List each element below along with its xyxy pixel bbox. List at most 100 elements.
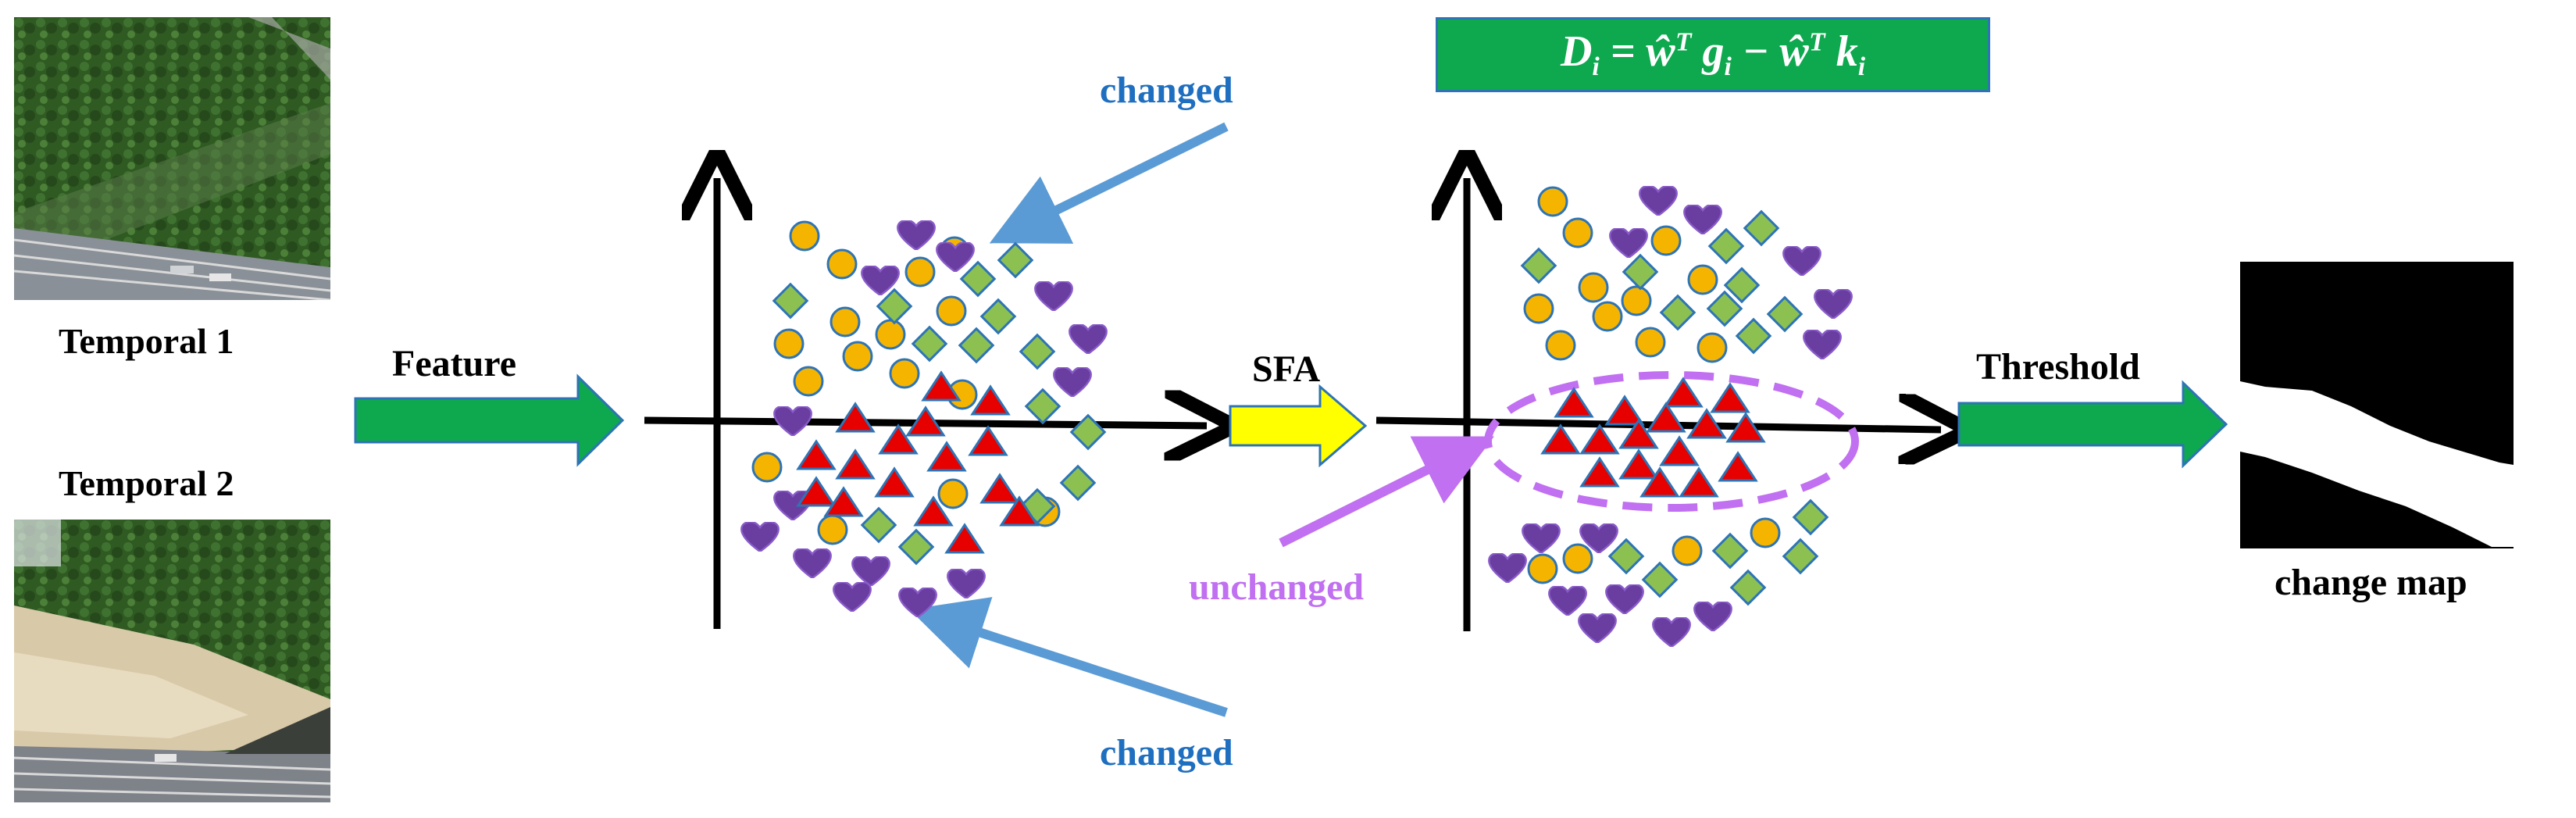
diamond-mark [1019,333,1056,370]
circle-mark [793,366,824,397]
triangle-mark [926,441,967,472]
heart-mark [1522,523,1561,553]
heart-mark [1548,586,1587,616]
circle-mark [830,306,861,338]
circle-mark [1635,327,1666,358]
change-map-image [2240,262,2514,548]
changed-bottom-label: changed [1100,732,1233,773]
triangle-mark [1639,466,1680,498]
heart-mark [898,588,937,617]
scatter1-marks [740,220,1108,617]
triangle-mark [905,405,946,437]
heart-mark [1034,281,1073,311]
circle-mark [904,256,936,288]
diamond-mark [1782,538,1819,575]
triangle-mark [979,473,1020,504]
circle-mark [1537,186,1568,217]
heart-mark [773,406,812,436]
circle-mark [773,328,805,359]
triangle-mark [796,439,837,470]
heart-mark [1605,584,1644,614]
circle-mark [1621,285,1652,316]
diamond-mark [772,282,809,320]
diamond-mark [1069,413,1107,451]
triangle-mark [1710,382,1750,413]
circle-mark [1687,264,1718,295]
heart-mark [1639,186,1678,216]
diamond-mark [1024,388,1061,425]
heart-mark [1803,330,1842,359]
circle-mark [826,248,858,280]
circle-mark [889,358,920,389]
heart-mark [1578,613,1617,643]
circle-mark [875,319,906,350]
changed-bottom-arrow [909,597,1228,717]
circle-mark [751,452,783,483]
circle-mark [1592,301,1623,332]
triangle-mark [1540,423,1581,455]
circle-mark [1750,517,1781,548]
circle-mark [1697,332,1728,363]
diamond-mark [1766,295,1804,333]
triangle-mark [878,423,919,455]
heart-mark [740,522,780,552]
sfa-label: SFA [1252,348,1321,390]
sfa-arrow [1229,384,1368,468]
unchanged-label: unchanged [1189,566,1365,608]
diamond-mark [997,241,1034,279]
circle-mark [817,514,848,545]
diamond-mark [1641,561,1679,598]
diamond-mark [860,506,897,544]
heart-mark [947,569,986,598]
heart-mark [1652,617,1691,647]
circle-mark [936,295,967,327]
diamond-mark [1059,464,1097,502]
triangle-mark [1663,377,1704,408]
circle-mark [937,478,969,509]
triangle-mark [1679,466,1719,498]
circle-mark [1578,272,1609,303]
triangle-mark [1646,402,1686,433]
triangle-mark [835,448,876,480]
triangle-mark [1618,418,1659,449]
diamond-mark [1735,317,1772,355]
temporal1-image [14,17,330,300]
heart-mark [1488,553,1527,583]
heart-mark [897,220,936,250]
change-map-label: change map [2275,562,2467,603]
triangle-mark [823,486,864,517]
circle-mark [1562,543,1593,574]
triangle-mark [1579,456,1620,488]
diamond-mark [1792,498,1829,536]
triangle-mark [1718,451,1758,482]
heart-mark [1814,289,1853,319]
triangle-mark [970,384,1011,416]
heart-mark [1069,324,1108,354]
scatter2-marks [1488,186,1853,647]
diamond-mark [959,260,997,298]
diamond-mark [911,325,948,363]
diamond-mark [1520,247,1557,284]
heart-mark [833,582,872,612]
heart-mark [1782,246,1821,276]
triangle-mark [913,495,954,527]
heart-mark [793,548,832,578]
formula-box: Di = ŵT gi − ŵT ki [1436,17,1990,92]
triangle-mark [944,523,985,554]
diamond-mark [876,288,913,325]
diamond-mark [1659,294,1697,331]
diamond-mark [1723,266,1761,304]
triangle-mark [1659,435,1700,466]
diamond-mark [1607,538,1645,575]
threshold-label: Threshold [1976,346,2140,388]
changed-top-label: changed [1100,70,1233,111]
circle-mark [1562,217,1593,248]
circle-mark [789,220,820,252]
diamond-mark [1622,253,1659,291]
feature-label: Feature [392,343,517,384]
triangle-mark [968,425,1008,456]
circle-mark [1672,535,1703,566]
triangle-mark [874,466,915,498]
heart-mark [936,242,975,272]
